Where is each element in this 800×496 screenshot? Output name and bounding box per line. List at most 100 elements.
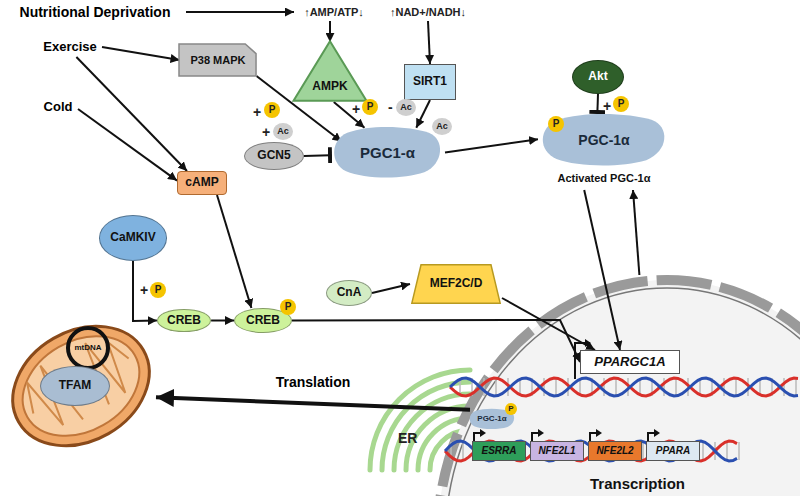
cristae	[14, 326, 143, 440]
arrow-line	[416, 100, 430, 128]
dna-strand	[450, 378, 798, 396]
phosphate-badge: P	[548, 116, 564, 132]
outer-membrane	[0, 302, 171, 469]
node-label: cAMP	[185, 176, 218, 190]
promoter-arrowhead	[654, 429, 660, 437]
node-label: CnA	[337, 286, 362, 300]
phosphate-badge: P	[613, 96, 629, 112]
promoter-arrow	[532, 433, 539, 441]
mitochondrion-shape: mtDNA TFAM	[6, 316, 156, 456]
stimulus-text: Exercise	[38, 37, 102, 57]
node-label: PGC-1α	[477, 414, 506, 423]
nuclear-envelope	[437, 280, 800, 496]
node-label: P38 MAPK	[190, 54, 245, 67]
arrow-line	[102, 47, 180, 60]
arrow-line	[78, 109, 177, 181]
promoter-arrowhead	[480, 429, 486, 437]
sign-text: +	[603, 98, 611, 114]
node-label: MEF2C/D	[430, 277, 483, 291]
promoter-arrowhead	[596, 429, 602, 437]
organelle-label: ER	[398, 430, 417, 446]
node-label: ↑AMP/ATP↓	[304, 6, 364, 19]
acetyl-badge: Ac	[273, 123, 293, 140]
node-label: mtDNA	[74, 343, 101, 352]
kinase-triangle: AMPK	[292, 40, 368, 102]
energy-ratio: ↑AMP/ATP↓	[294, 3, 374, 21]
node-label: Cold	[44, 100, 73, 115]
node-label: Transcription	[590, 475, 685, 492]
node-caption: Activated PGC-1α	[558, 172, 651, 185]
phosphate-badge: P	[505, 403, 517, 415]
arrow-line	[502, 298, 595, 350]
node-label: Exercise	[43, 40, 97, 55]
arrow-line	[292, 320, 580, 362]
kinase-box: P38 MAPK	[179, 44, 256, 76]
promoter-arrowhead	[538, 429, 544, 437]
dna-strand	[445, 441, 737, 461]
phosphate-badge: P	[150, 282, 166, 298]
node-label: CREB	[167, 314, 201, 328]
node-label: NFE2L1	[538, 445, 575, 457]
node-label: ESRRA	[481, 445, 516, 457]
arrow-line	[372, 284, 410, 293]
tfam-ellipse: TFAM	[40, 366, 110, 406]
arrow-line	[76, 57, 187, 171]
node-label: PPARA	[656, 445, 690, 457]
promoter-arrow	[474, 433, 481, 441]
stimulus-text: Nutritional Deprivation	[4, 2, 186, 22]
sign-text: +	[262, 124, 270, 140]
arrow-line	[633, 190, 639, 275]
inner-membrane	[5, 316, 157, 456]
sign-text: +	[140, 282, 148, 298]
dna-strand	[445, 441, 737, 461]
phosphate-badge: P	[280, 299, 296, 315]
phosphate-badge: P	[362, 99, 378, 115]
gene-box: NFE2L1	[530, 441, 584, 461]
node-label: CaMKIV	[110, 231, 155, 245]
arrow-line	[428, 21, 430, 64]
acetyl-badge: Ac	[432, 118, 452, 135]
sign-text: -	[388, 99, 393, 115]
sirtuin-box: SIRT1	[404, 64, 456, 100]
promoter-arrow	[648, 433, 655, 441]
inhibition-line	[304, 154, 330, 157]
arrow-line	[186, 11, 294, 13]
acetyl-badge: Ac	[396, 99, 416, 116]
coactivator-blob: PGC1-α	[330, 125, 445, 180]
node-label: PPARGC1A	[594, 355, 665, 370]
phosphatase-ellipse: CnA	[326, 280, 372, 306]
gene-box: ESRRA	[472, 441, 526, 461]
node-label: GCN5	[257, 149, 290, 163]
node-label: TFAM	[59, 379, 92, 393]
node-label: SIRT1	[413, 75, 447, 89]
factor-ellipse: CREB	[157, 309, 211, 332]
arrow-line	[334, 102, 365, 128]
inhibition-line	[596, 94, 599, 112]
messenger-box: cAMP	[177, 171, 227, 195]
node-label: PGC-1α	[578, 132, 629, 148]
edge-label: Translation	[273, 374, 354, 390]
arrow-line	[584, 190, 620, 350]
sign-text: +	[253, 104, 261, 120]
factor-trapezoid: MEF2C/D	[410, 264, 502, 304]
gene-box: PPARGC1A	[580, 350, 680, 374]
arrow-line	[329, 21, 331, 42]
kinase-ellipse: Akt	[572, 60, 624, 94]
triangle-fill	[294, 41, 367, 101]
node-label: AMPK	[312, 80, 347, 94]
stimulus-text: Cold	[38, 97, 78, 117]
blob-fill	[334, 127, 440, 178]
cut-box-fill	[179, 44, 256, 76]
mtdna-ring: mtDNA	[66, 326, 110, 370]
node-label: Nutritional Deprivation	[20, 4, 171, 20]
arrow-line	[445, 139, 538, 152]
node-label: PGC1-α	[360, 144, 415, 161]
sign-text: +	[352, 101, 360, 117]
arrow-line	[217, 195, 251, 308]
trapezoid-fill	[412, 265, 500, 303]
gene-box: PPARA	[646, 441, 700, 461]
nucleus-illustration	[435, 275, 800, 496]
node-label: ↑NAD+/NADH↓	[390, 6, 466, 19]
acetylase-ellipse: GCN5	[244, 142, 304, 170]
